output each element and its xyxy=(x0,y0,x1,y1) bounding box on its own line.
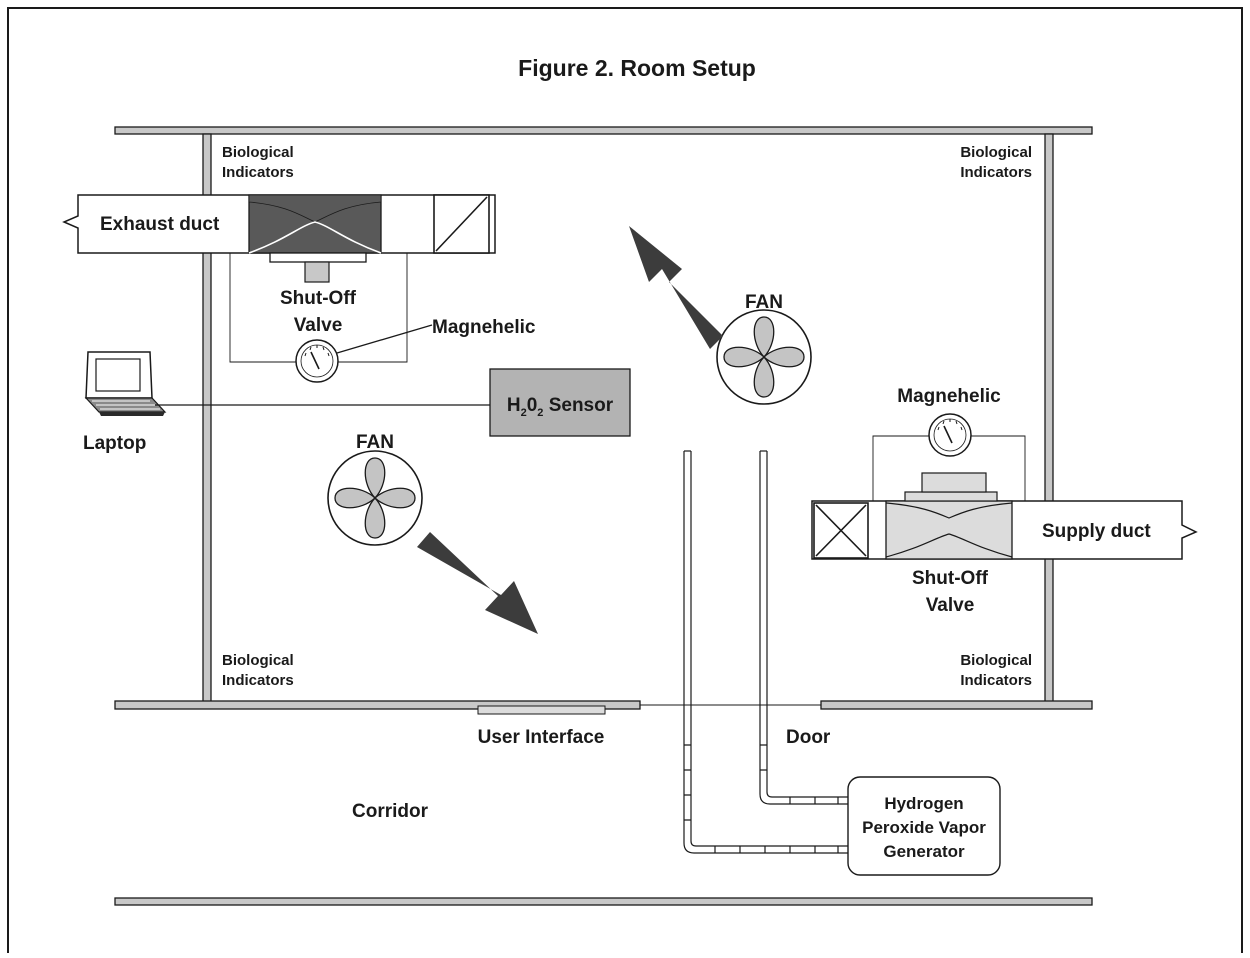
exhaust-duct-assembly: Exhaust duct Shut-Off Valve Magnehelic xyxy=(62,194,536,383)
supply-valve-plate xyxy=(904,491,998,502)
exhaust-magnehelic-label: Magnehelic xyxy=(432,317,536,338)
vapor-hoses xyxy=(683,450,848,854)
top-wall xyxy=(114,126,1093,135)
laptop-label: Laptop xyxy=(83,433,146,454)
bio-indicators-tl-line2: Indicators xyxy=(222,164,294,181)
figure-title: Figure 2. Room Setup xyxy=(518,55,756,81)
generator-label-line1: Hydrogen xyxy=(884,794,963,813)
exhaust-duct-label: Exhaust duct xyxy=(100,214,220,235)
bio-indicators-br-line2: Indicators xyxy=(960,672,1032,689)
bio-indicators-tr-line2: Indicators xyxy=(960,164,1032,181)
user-interface-label: User Interface xyxy=(478,727,605,748)
exhaust-valve-actuator xyxy=(304,261,330,283)
bio-indicators-tr-line1: Biological xyxy=(960,144,1032,161)
right-wall xyxy=(1044,133,1054,703)
airflow-arrow-icon xyxy=(417,532,538,634)
figure-border xyxy=(7,7,1243,958)
gauge-icon xyxy=(928,413,972,457)
bio-indicators-bl-line1: Biological xyxy=(222,652,294,669)
generator-label-line2: Peroxide Vapor xyxy=(862,818,986,837)
bio-indicators-bl-line2: Indicators xyxy=(222,672,294,689)
user-interface-panel xyxy=(477,705,606,715)
corridor-label: Corridor xyxy=(352,801,429,822)
supply-valve-body xyxy=(885,500,1013,560)
supply-shutoff-label-line2: Valve xyxy=(926,595,975,616)
room-walls xyxy=(114,126,1093,906)
h2o2-sensor-label: H202 Sensor xyxy=(507,395,614,419)
supply-duct-assembly: Supply duct Magnehelic Shut-Off Valve xyxy=(811,386,1198,616)
damper-icon xyxy=(813,502,869,559)
generator-label-line3: Generator xyxy=(883,842,965,861)
damper-icon xyxy=(433,194,490,254)
gauge-icon xyxy=(295,339,339,383)
airflow-arrow-icon xyxy=(629,226,723,349)
supply-valve-actuator xyxy=(921,472,987,493)
door-label: Door xyxy=(786,727,831,748)
supply-duct-label: Supply duct xyxy=(1042,521,1151,542)
bio-indicators-tl-line1: Biological xyxy=(222,144,294,161)
fan-label-lower: FAN xyxy=(356,432,394,453)
supply-shutoff-label-line1: Shut-Off xyxy=(912,568,989,589)
exhaust-valve-plate xyxy=(269,252,367,263)
bottom-wall-right xyxy=(820,700,1093,710)
bio-indicators-br-line1: Biological xyxy=(960,652,1032,669)
h2o2-sensor-box xyxy=(489,368,631,437)
fan-icon xyxy=(327,450,423,546)
exhaust-shutoff-label-line2: Valve xyxy=(294,315,343,336)
corridor-wall xyxy=(114,897,1093,906)
hpv-generator-box xyxy=(847,776,1001,876)
supply-magnehelic-label: Magnehelic xyxy=(897,386,1001,407)
laptop-icon xyxy=(84,351,167,416)
exhaust-shutoff-label-line1: Shut-Off xyxy=(280,288,357,309)
fan-icon xyxy=(716,309,812,405)
fan-label-upper: FAN xyxy=(745,292,783,313)
